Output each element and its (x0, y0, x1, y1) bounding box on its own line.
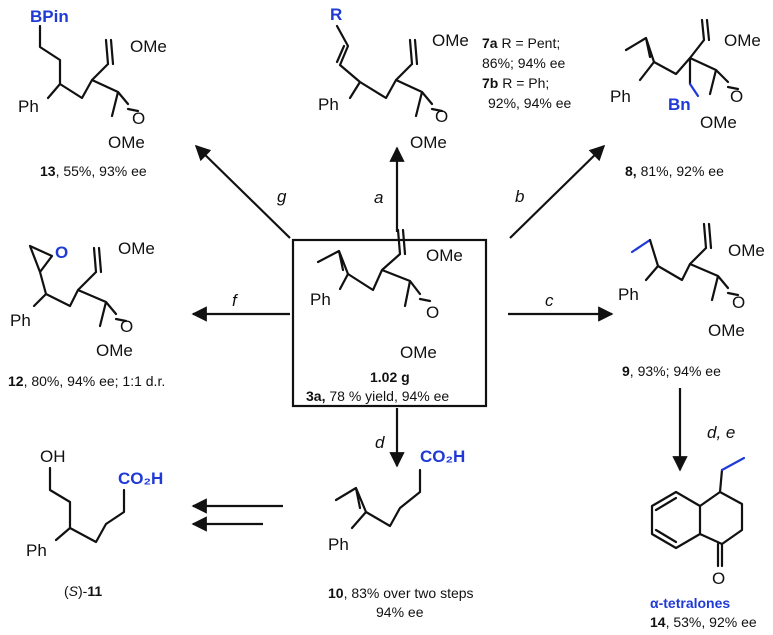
c8-caption: 8, 81%, 92% ee (625, 163, 724, 179)
c7-r: R (330, 5, 342, 24)
center-ph: Ph (310, 290, 331, 309)
arrow-b (509, 144, 606, 239)
c7-line3: 7b R = Ph; (482, 75, 549, 91)
c9-ome-1: OMe (728, 241, 765, 260)
c9-o: O (732, 293, 745, 312)
c12-ome-2: OMe (96, 341, 133, 360)
c7-ph: Ph (318, 95, 339, 114)
c14-o: O (712, 569, 725, 588)
c13-bpin: BPin (30, 7, 69, 26)
condition-c: c (545, 291, 554, 310)
c8-o: O (730, 87, 743, 106)
center-o: O (426, 303, 439, 322)
c10-co2h: CO₂H (420, 447, 465, 466)
c14-title: α-tetralones (650, 595, 730, 611)
condition-f: f (232, 291, 239, 310)
c7-o: O (435, 107, 448, 126)
c11-ph: Ph (26, 541, 47, 560)
c7-line1: 7a R = Pent; (482, 35, 560, 51)
c11-caption: (S)-11 (64, 583, 102, 599)
condition-de: d, e (707, 423, 735, 442)
c9-caption: 9, 93%; 94% ee (622, 363, 721, 379)
c8-ph: Ph (610, 87, 631, 106)
c12-ome-1: OMe (118, 239, 155, 258)
c13-ome-1: OMe (130, 37, 167, 56)
center-ome-2: OMe (400, 343, 437, 362)
c13-ome-2: OMe (108, 133, 145, 152)
center-mass: 1.02 g (370, 369, 410, 385)
condition-g: g (277, 187, 287, 206)
c7-ome-2: OMe (410, 133, 447, 152)
c13-caption: 13, 55%, 93% ee (40, 163, 147, 179)
c8-ome-1: OMe (724, 31, 761, 50)
compound-9: OMe O OMe Ph 9, 93%; 94% ee (618, 222, 765, 379)
center-caption: 3a, 78 % yield, 94% ee (306, 388, 449, 404)
condition-a: a (374, 188, 383, 207)
compound-7: R OMe O OMe Ph 7a R = Pent; 86%; 94% ee … (318, 5, 571, 152)
c9-ph: Ph (618, 285, 639, 304)
c10-caption-line2: 94% ee (376, 604, 424, 620)
compound-10: CO₂H Ph 10, 83% over two steps 94% ee (328, 447, 474, 620)
c12-o-epoxide: O (55, 243, 68, 262)
c13-o: O (132, 109, 145, 128)
compound-8: OMe O OMe Bn Ph 8, 81%, 92% ee (610, 18, 761, 179)
c13-ph: Ph (18, 97, 39, 116)
c14-caption: 14, 53%, 92% ee (650, 614, 757, 630)
c10-ph: Ph (328, 535, 349, 554)
c7-ome-1: OMe (432, 31, 469, 50)
arrow-g (194, 144, 291, 239)
center-box (291, 238, 488, 408)
c11-co2h: CO₂H (118, 469, 163, 488)
center-ome-1: OMe (426, 246, 463, 265)
compound-13: BPin OMe O OMe Ph 13, 55%, 93% ee (18, 7, 167, 179)
compound-12: O OMe O OMe Ph 12, 80%, 94% ee; 1:1 d.r. (8, 239, 165, 389)
c10-caption: 10, 83% over two steps (328, 585, 474, 601)
c12-o: O (120, 317, 133, 336)
condition-b: b (515, 187, 524, 206)
c12-caption: 12, 80%, 94% ee; 1:1 d.r. (8, 373, 165, 389)
c9-ome-2: OMe (708, 321, 745, 340)
c7-line4: 92%, 94% ee (488, 95, 571, 111)
c7-line2: 86%; 94% ee (482, 55, 565, 71)
c8-ome-2: OMe (700, 113, 737, 132)
compound-11: OH CO₂H Ph (S)-11 (26, 447, 163, 599)
condition-d: d (375, 433, 385, 452)
c11-oh: OH (40, 447, 66, 466)
c8-bn: Bn (668, 95, 691, 114)
compound-3a: OMe O OMe Ph 1.02 g 3a, 78 % yield, 94% … (291, 228, 488, 408)
compound-14: O α-tetralones 14, 53%, 92% ee (650, 456, 757, 630)
c12-ph: Ph (10, 311, 31, 330)
